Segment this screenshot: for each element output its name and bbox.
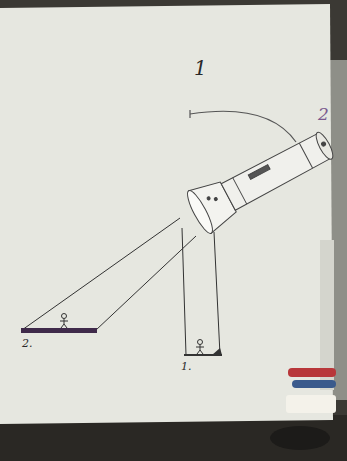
marker [288,368,336,377]
surface-2 [21,328,97,333]
surface-mark [212,348,222,355]
callout-number: 2 [318,106,329,123]
stick-figure [196,340,204,355]
paper-sheet [0,4,333,424]
callout-number: 1 [194,58,207,78]
arc-tick [189,110,190,118]
light-beam [96,236,196,330]
torch [183,122,340,236]
marker [292,380,336,388]
rotation-arc [190,111,296,142]
callout-number: 2. [22,338,33,349]
object [270,426,330,450]
callout-number: 1. [181,361,192,372]
paper-shadow [320,240,334,390]
note-card [286,395,336,413]
light-beam [214,232,220,355]
stick-figure [60,314,68,329]
